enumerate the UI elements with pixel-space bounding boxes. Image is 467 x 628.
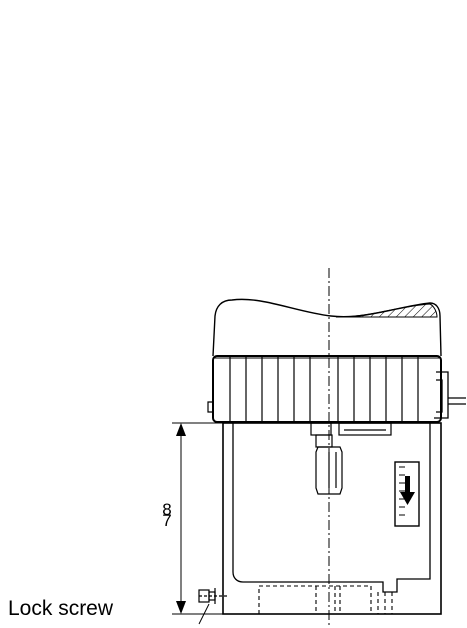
lock-screw-label: Lock screw [8, 597, 114, 620]
main-body [222, 422, 442, 615]
left-knob [207, 401, 213, 413]
down-arrow-icon [400, 476, 415, 505]
side-latch [434, 371, 466, 419]
hatched-section [335, 303, 438, 318]
dimension-value-top: 8 [162, 500, 172, 519]
hidden-lines [258, 585, 393, 614]
top-cover [212, 298, 442, 357]
gauge-window [394, 461, 420, 527]
ribbed-ring [212, 355, 442, 423]
dimension-arrow-bottom [176, 601, 186, 614]
height-dimension [172, 422, 223, 615]
fitting [310, 422, 392, 495]
lock-screw-icon [198, 588, 229, 604]
dimension-arrow-top [176, 423, 186, 436]
dimension-value-bottom: 7 [162, 511, 172, 530]
